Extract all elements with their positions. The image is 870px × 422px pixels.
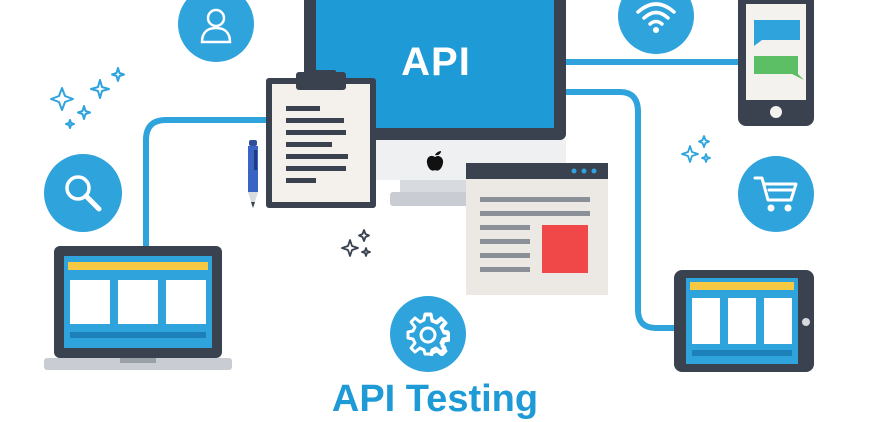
monitor-screen-label: API [401, 40, 471, 84]
browser-window-icon [466, 163, 608, 295]
user-icon [178, 0, 254, 62]
wifi-icon [618, 0, 694, 54]
laptop-icon [44, 246, 232, 370]
pen-icon [248, 140, 258, 208]
cart-icon [738, 156, 814, 232]
sparkle-icon [681, 135, 711, 163]
line-monitor-to-tablet [557, 89, 683, 331]
api-illustration: API [44, 0, 814, 420]
line-laptop-to-clipboard [143, 117, 271, 248]
tablet-icon [674, 270, 814, 372]
phone-icon [738, 0, 814, 126]
sparkle-icon [50, 67, 125, 129]
search-icon [44, 154, 122, 232]
clipboard-icon [266, 70, 376, 208]
gear-icon [390, 296, 466, 372]
sparkle-icon [341, 229, 371, 257]
connector-lines [143, 59, 743, 331]
apple-logo-icon [426, 151, 444, 171]
headline-title: API Testing [331, 378, 539, 420]
